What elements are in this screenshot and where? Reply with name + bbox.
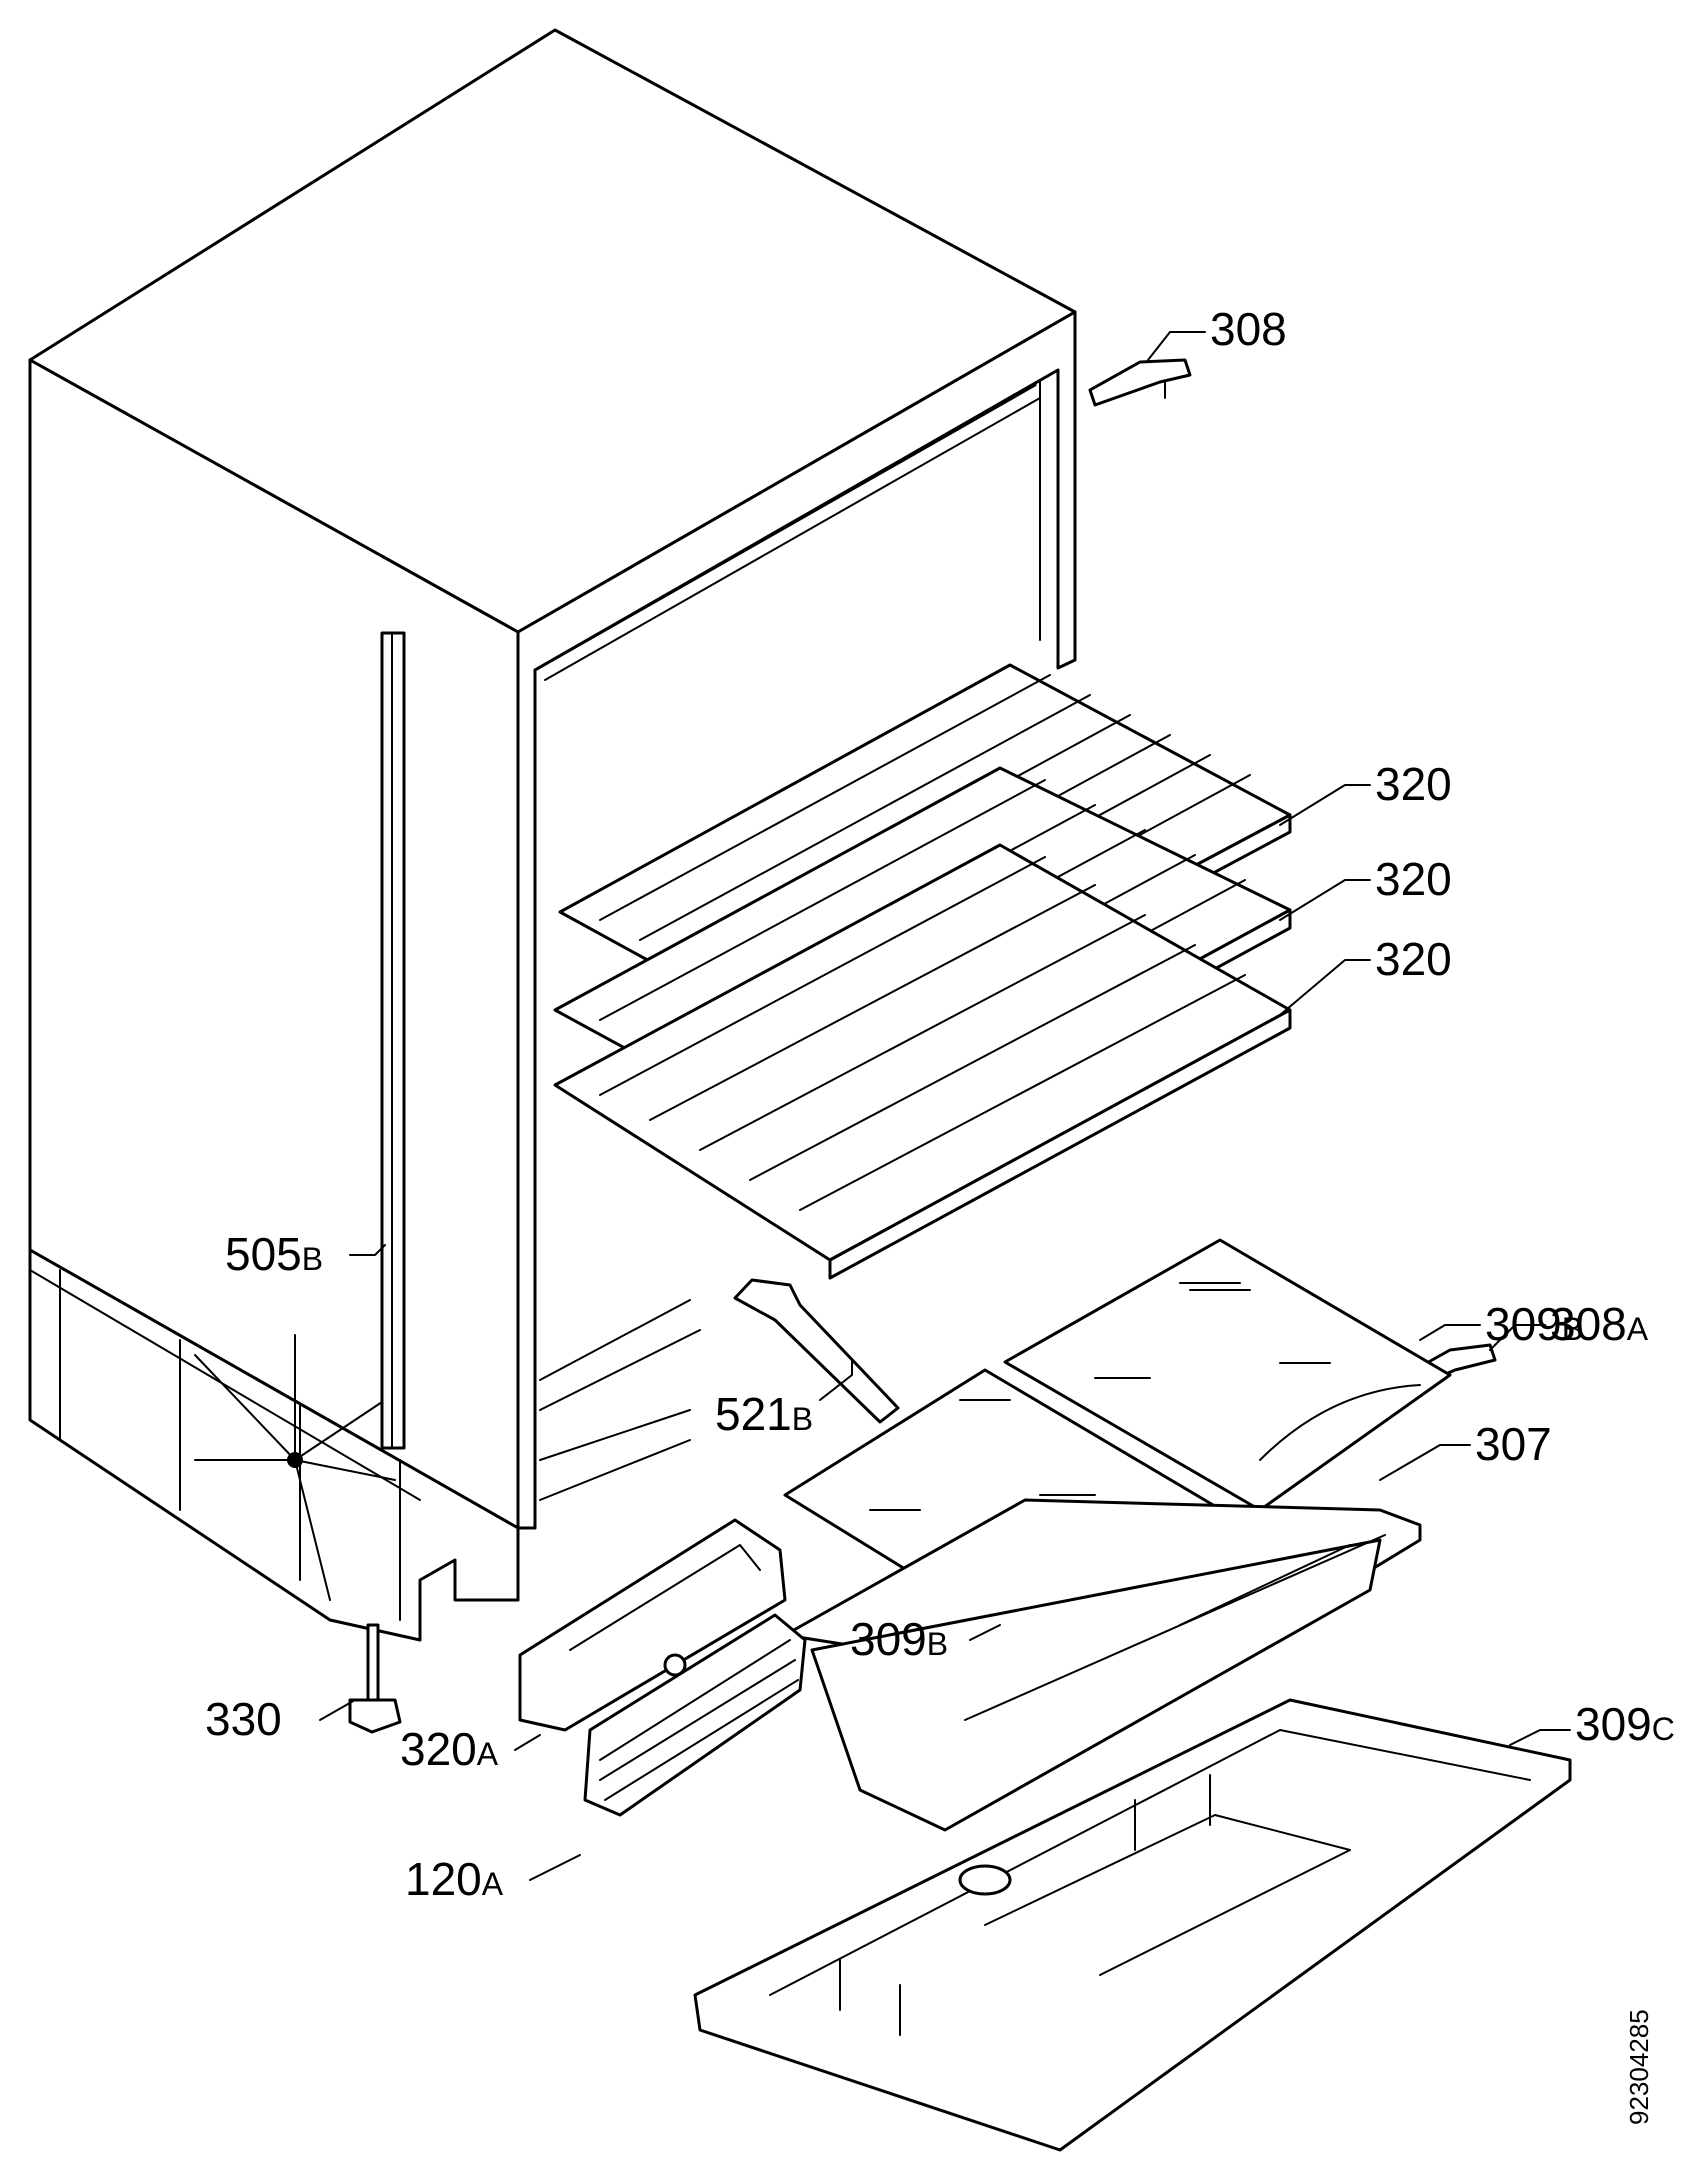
bottom-tray (693, 1698, 1572, 2152)
callout-330: 330 (205, 1693, 282, 1745)
lamp-cover (518, 1518, 787, 1732)
callout-320a: 320A (400, 1723, 499, 1775)
adjustable-foot (348, 1623, 402, 1734)
callout-309b-lower: 309B (850, 1613, 948, 1665)
crisper-drawer (783, 1498, 1422, 1832)
callouts: 308 320 320 320 505B 309B 521B 307 308A … (205, 303, 1675, 1905)
callout-307: 307 (1475, 1418, 1552, 1470)
filter-grille (583, 1613, 807, 1817)
callout-505b: 505B (225, 1228, 323, 1280)
hinge-308 (1088, 358, 1192, 407)
callout-120a: 120A (405, 1853, 504, 1905)
wire-shelf-bottom (553, 843, 1292, 1280)
glass-cover-upper (1003, 1238, 1452, 1512)
document-number: 92304285 (1624, 2009, 1654, 2125)
callout-320-top: 320 (1375, 758, 1452, 810)
bracket-521b (733, 1278, 900, 1424)
callout-309b-upper: 309B (1485, 1298, 1583, 1350)
callout-320-middle: 320 (1375, 853, 1452, 905)
callout-521b: 521B (715, 1388, 813, 1440)
leader-lines (319, 331, 1571, 1881)
callout-308: 308 (1210, 303, 1287, 355)
callout-309c: 309C (1575, 1698, 1675, 1750)
refrigerator-cabinet (28, 28, 1077, 1642)
callout-320-bottom: 320 (1375, 933, 1452, 985)
callout-308a: 308A (1550, 1298, 1649, 1350)
